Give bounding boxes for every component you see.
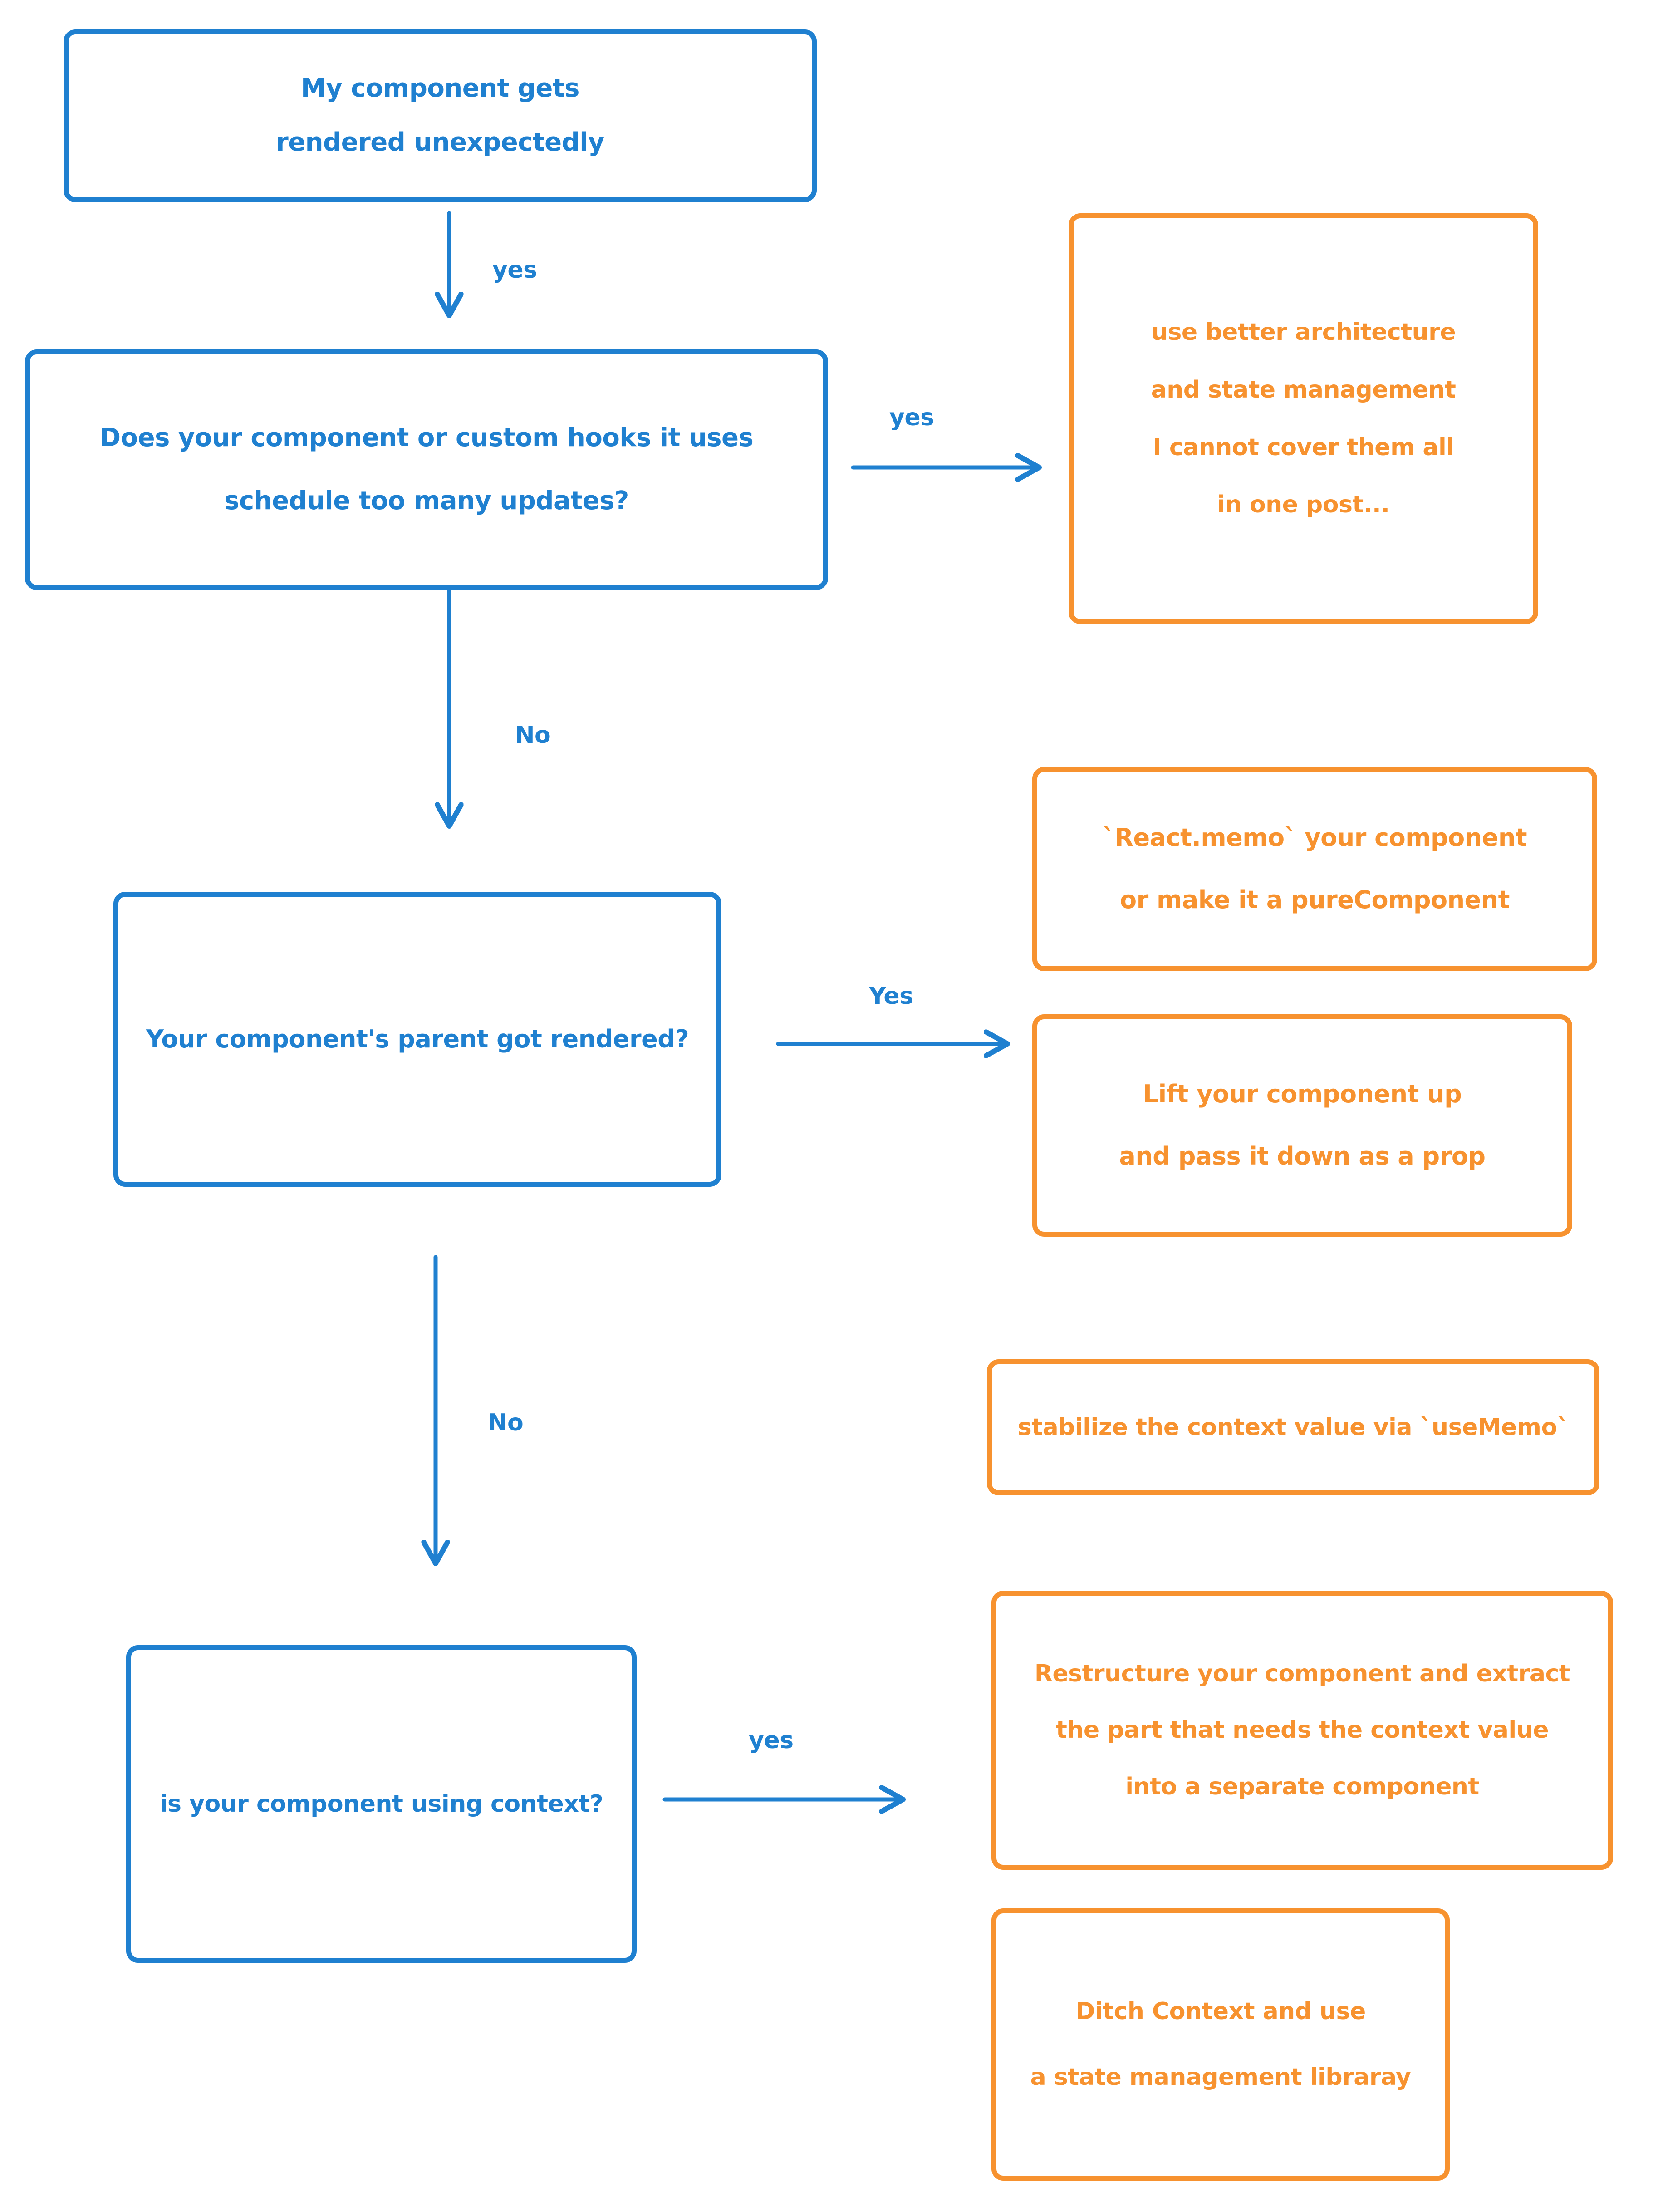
node-ditch-line-2: a state management libraray bbox=[1030, 2064, 1411, 2091]
node-parent-line-1: Your component's parent got rendered? bbox=[146, 1024, 689, 1053]
edge-label-parent-to-answers: Yes bbox=[869, 983, 913, 1010]
edge-label-context-to-answers: yes bbox=[749, 1727, 794, 1754]
node-start-line-2: rendered unexpectedly bbox=[276, 128, 604, 157]
edge-label-start-to-updates: yes bbox=[492, 256, 537, 284]
node-architecture-line-1: use better architecture bbox=[1151, 319, 1456, 346]
node-architecture-line-4: in one post... bbox=[1217, 491, 1390, 519]
node-ditch-line-1: Ditch Context and use bbox=[1075, 1998, 1366, 2025]
node-stabilize-context[interactable]: stabilize the context value via `useMemo… bbox=[987, 1359, 1599, 1495]
node-updates-line-2: schedule too many updates? bbox=[224, 486, 629, 516]
node-ditch-context[interactable]: Ditch Context and use a state management… bbox=[991, 1908, 1450, 2181]
node-restructure-line-2: the part that needs the context value bbox=[1056, 1716, 1549, 1744]
node-lift-line-1: Lift your component up bbox=[1143, 1080, 1462, 1109]
node-architecture-line-3: I cannot cover them all bbox=[1153, 433, 1454, 461]
edge-label-updates-to-architecture: yes bbox=[889, 404, 934, 431]
edge-label-parent-to-context: No bbox=[488, 1409, 524, 1436]
node-start[interactable]: My component gets rendered unexpectedly bbox=[64, 29, 817, 202]
node-restructure-line-3: into a separate component bbox=[1125, 1773, 1479, 1800]
node-restructure-line-1: Restructure your component and extract bbox=[1034, 1660, 1570, 1687]
node-start-line-1: My component gets bbox=[301, 74, 579, 103]
node-context-line-1: is your component using context? bbox=[159, 1790, 603, 1818]
node-lift-line-2: and pass it down as a prop bbox=[1119, 1142, 1486, 1170]
node-stabilize-line-1: stabilize the context value via `useMemo… bbox=[1017, 1413, 1569, 1441]
node-better-architecture[interactable]: use better architecture and state manage… bbox=[1069, 213, 1538, 624]
node-too-many-updates[interactable]: Does your component or custom hooks it u… bbox=[25, 349, 828, 590]
node-using-context[interactable]: is your component using context? bbox=[126, 1645, 637, 1963]
node-lift-up[interactable]: Lift your component up and pass it down … bbox=[1032, 1014, 1572, 1237]
node-react-memo[interactable]: `React.memo` your component or make it a… bbox=[1032, 767, 1597, 971]
node-memo-line-1: `React.memo` your component bbox=[1102, 823, 1527, 852]
node-updates-line-1: Does your component or custom hooks it u… bbox=[99, 423, 754, 453]
node-restructure[interactable]: Restructure your component and extract t… bbox=[991, 1591, 1613, 1870]
node-architecture-line-2: and state management bbox=[1151, 376, 1456, 403]
edge-label-updates-to-parent: No bbox=[515, 722, 551, 749]
node-parent-rendered[interactable]: Your component's parent got rendered? bbox=[113, 892, 721, 1187]
node-memo-line-2: or make it a pureComponent bbox=[1120, 885, 1510, 914]
